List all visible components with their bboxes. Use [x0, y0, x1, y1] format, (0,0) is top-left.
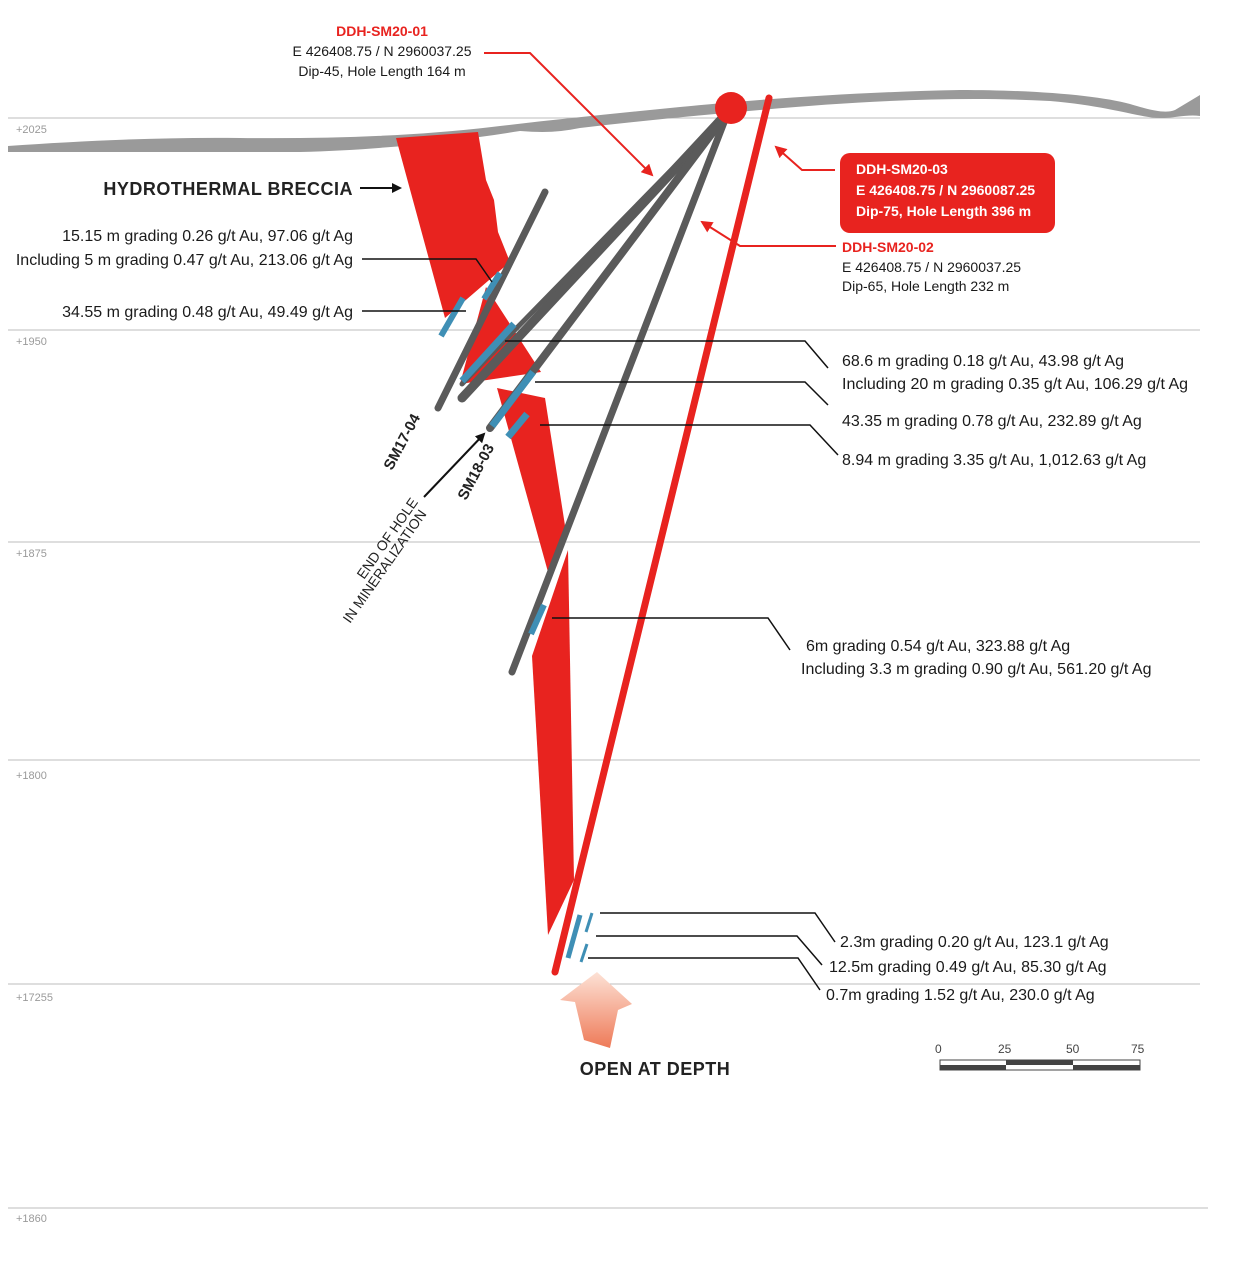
sm20-01-name: DDH-SM20-01: [336, 23, 428, 39]
scale-tick: 50: [1066, 1042, 1080, 1056]
intercept-label: 68.6 m grading 0.18 g/t Au, 43.98 g/t Ag: [842, 353, 1124, 370]
scale-bar: 0 25 50 75: [935, 1042, 1145, 1071]
leader-lines: [362, 258, 839, 991]
scale-tick: 75: [1131, 1042, 1145, 1056]
sm20-02-coords: E 426408.75 / N 2960037.25: [842, 259, 1021, 275]
collar-marker: [715, 92, 747, 124]
sm20-02-details: Dip-65, Hole Length 232 m: [842, 278, 1009, 294]
intercept-label: Including 20 m grading 0.35 g/t Au, 106.…: [842, 376, 1188, 393]
sm18-03-label: SM18-03: [455, 441, 499, 503]
sm20-02-arrow: [700, 220, 836, 247]
hole-sm20-03: [551, 94, 773, 976]
hole-a: [459, 109, 731, 387]
intercept-label: 43.35 m grading 0.78 g/t Au, 232.89 g/t …: [842, 413, 1142, 430]
hole-sm17-04: [434, 188, 549, 412]
sm20-03-coords: E 426408.75 / N 2960087.25: [856, 182, 1035, 198]
sm20-03-name: DDH-SM20-03: [856, 161, 948, 177]
topographic-surface: [8, 90, 1200, 152]
sm17-04-label: SM17-04: [381, 411, 425, 473]
intercept-label: Including 5 m grading 0.47 g/t Au, 213.0…: [16, 252, 353, 269]
intercept-label: Including 3.3 m grading 0.90 g/t Au, 561…: [801, 661, 1151, 678]
intercept-markers: [438, 271, 594, 963]
elevation-label: +1875: [16, 548, 47, 560]
breccia-body: [396, 132, 574, 935]
elevation-labels: +2025 +1950 +1875 +1800 +17255 +1860: [16, 124, 53, 1225]
sm20-02-name: DDH-SM20-02: [842, 239, 934, 255]
sm20-01-coords: E 426408.75 / N 2960037.25: [292, 43, 471, 59]
sm20-01-arrow: [484, 52, 654, 177]
elevation-label: +17255: [16, 992, 53, 1004]
elevation-label: +1950: [16, 336, 47, 348]
intercept-label: 2.3m grading 0.20 g/t Au, 123.1 g/t Ag: [840, 934, 1109, 951]
sm20-01-details: Dip-45, Hole Length 164 m: [298, 63, 465, 79]
open-at-depth-label: OPEN AT DEPTH: [580, 1059, 731, 1079]
breccia-label: HYDROTHERMAL BRECCIA: [103, 179, 353, 199]
end-of-hole-label-2: IN MINERALIZATION: [339, 507, 429, 626]
elevation-label: +2025: [16, 124, 47, 136]
intercept-label: 12.5m grading 0.49 g/t Au, 85.30 g/t Ag: [829, 959, 1107, 976]
sm20-03-details: Dip-75, Hole Length 396 m: [856, 203, 1031, 219]
open-at-depth-arrow: [560, 972, 632, 1048]
intercept-label: 6m grading 0.54 g/t Au, 323.88 g/t Ag: [806, 638, 1070, 655]
elevation-label: +1800: [16, 770, 47, 782]
intercept-label: 15.15 m grading 0.26 g/t Au, 97.06 g/t A…: [62, 228, 353, 245]
drill-holes: [434, 107, 733, 676]
intercept-label: 8.94 m grading 3.35 g/t Au, 1,012.63 g/t…: [842, 452, 1146, 469]
scale-tick: 0: [935, 1042, 942, 1056]
scale-tick: 25: [998, 1042, 1012, 1056]
intercept-label: 34.55 m grading 0.48 g/t Au, 49.49 g/t A…: [62, 304, 353, 321]
intercept-label: 0.7m grading 1.52 g/t Au, 230.0 g/t Ag: [826, 987, 1095, 1004]
sm20-03-callout-box: [840, 153, 1055, 233]
elevation-label: +1860: [16, 1213, 47, 1225]
end-of-hole-arrow: [423, 432, 486, 498]
hole-sm20-02: [508, 108, 732, 676]
sm20-03-arrow: [774, 145, 835, 171]
